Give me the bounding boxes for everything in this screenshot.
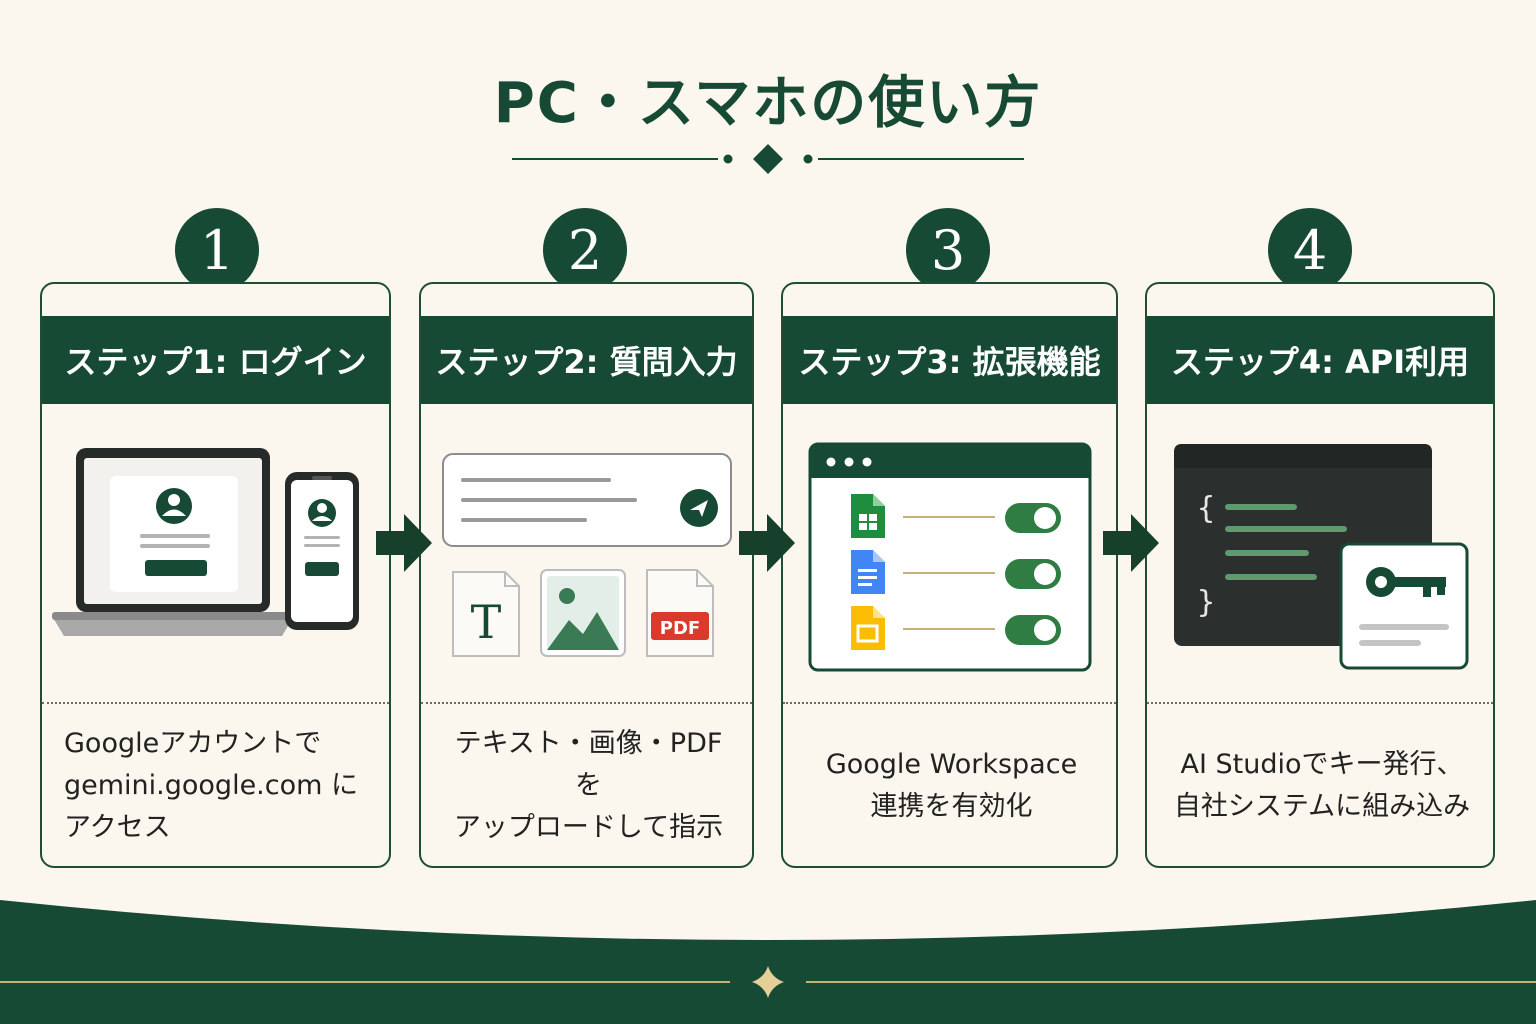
toggle-on-icon[interactable]: [1005, 615, 1061, 645]
step-2-heading: ステップ2: 質問入力: [421, 316, 752, 404]
step-4-number-badge: 4: [1268, 208, 1352, 292]
step-2-separator: [421, 702, 752, 704]
step-3-description: Google Workspace 連携を有効化: [805, 716, 1098, 856]
arrow-right-icon: [376, 514, 432, 572]
title-ornament: [512, 144, 1024, 174]
step-3-card: ステップ3: 拡張機能: [781, 282, 1118, 868]
sheets-icon: [851, 494, 885, 538]
step-4-description: AI Studioでキー発行、 自社システムに組み込み: [1169, 716, 1475, 856]
pdf-file-label: PDF: [660, 618, 700, 639]
step-2-description-line: テキスト・画像・PDFを: [454, 728, 723, 801]
step-1-description-line: アクセス: [64, 812, 171, 843]
step-4-card: ステップ4: API利用 { }: [1145, 282, 1495, 868]
step-2-description: テキスト・画像・PDFを アップロードして指示: [443, 716, 734, 856]
key-icon: [1366, 567, 1446, 597]
step-4-separator: [1147, 702, 1493, 704]
image-file-icon: [540, 569, 626, 657]
step-1-separator: [42, 702, 389, 704]
laptop-icon: [52, 448, 294, 636]
step-2-number-badge: 2: [543, 208, 627, 292]
footer-decoration: [0, 900, 1536, 1024]
step-4-heading: ステップ4: API利用: [1147, 316, 1493, 404]
step-2-card: ステップ2: 質問入力 T: [419, 282, 754, 868]
toggle-on-icon[interactable]: [1005, 559, 1061, 589]
send-icon: [680, 489, 718, 527]
text-file-label: T: [471, 595, 502, 649]
step-1-description: Googleアカウントで gemini.google.com に アクセス: [64, 716, 371, 856]
step-2-illustration: T PDF: [421, 406, 752, 702]
step-1-card: ステップ1: ログイン: [40, 282, 391, 868]
code-close-brace: }: [1197, 585, 1215, 620]
step-1-description-line: Googleアカウントで: [64, 728, 322, 759]
step-1-heading: ステップ1: ログイン: [42, 316, 389, 404]
step-1-number-badge: 1: [175, 208, 259, 292]
step-3-heading: ステップ3: 拡張機能: [783, 316, 1116, 404]
step-3-separator: [783, 702, 1116, 704]
step-4-description-line: AI Studioでキー発行、: [1180, 749, 1464, 780]
step-3-description-line: Google Workspace: [825, 749, 1078, 780]
step-1-description-line: gemini.google.com に: [64, 770, 359, 801]
step-4-illustration: { }: [1147, 406, 1493, 702]
api-key-card: [1339, 542, 1469, 670]
user-icon: [156, 488, 192, 524]
text-file-icon: T: [452, 571, 520, 657]
slides-icon: [851, 606, 885, 650]
step-3-illustration: [783, 406, 1116, 702]
toggle-on-icon[interactable]: [1005, 503, 1061, 533]
step-1-illustration: [42, 406, 389, 702]
step-3-description-line: 連携を有効化: [870, 791, 1033, 822]
page-title: PC・スマホの使い方: [493, 71, 1043, 136]
step-3-number-badge: 3: [906, 208, 990, 292]
docs-icon: [851, 550, 885, 594]
step-2-description-line: アップロードして指示: [453, 812, 724, 843]
pdf-file-icon: PDF: [646, 569, 714, 657]
chat-input-box: [442, 453, 732, 547]
code-open-brace: {: [1197, 491, 1215, 526]
step-4-description-line: 自社システムに組み込み: [1173, 791, 1471, 822]
arrow-right-icon: [739, 514, 795, 572]
smartphone-icon: [285, 472, 359, 630]
arrow-right-icon: [1103, 514, 1159, 572]
